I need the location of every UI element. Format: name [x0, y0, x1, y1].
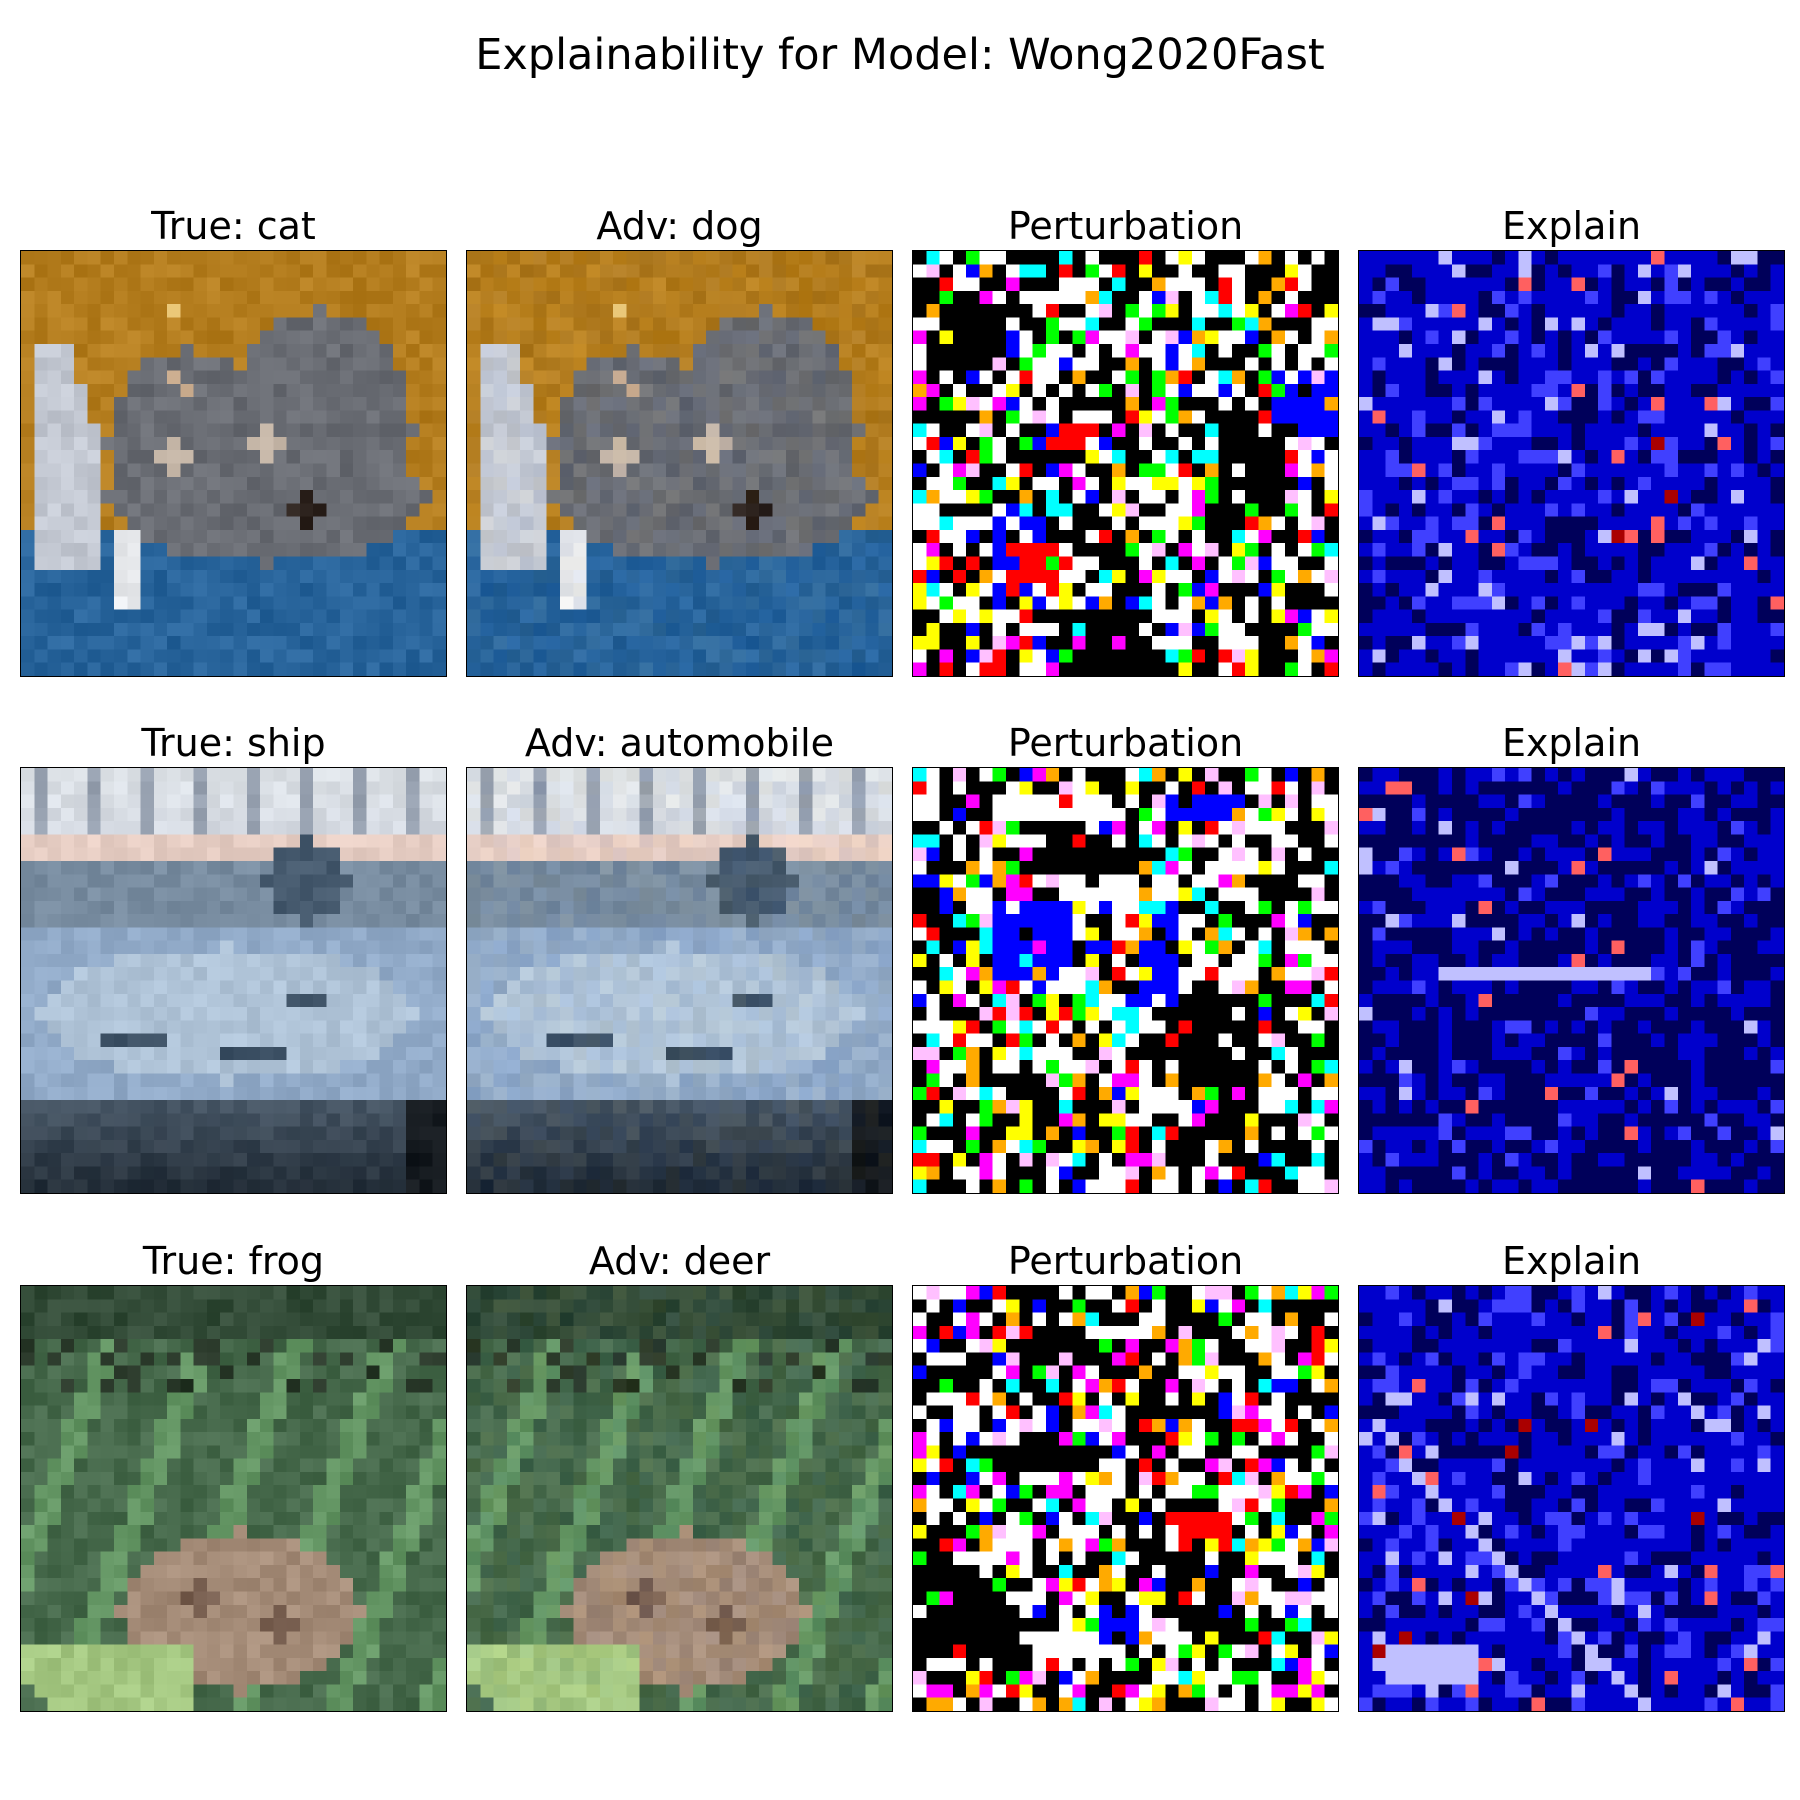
panel-title: Perturbation — [1007, 721, 1244, 765]
panel-title: Explain — [1501, 1239, 1642, 1283]
panel-title: True: ship — [141, 721, 326, 765]
image-adversarial-ship — [466, 767, 893, 1194]
image-original-frog — [20, 1285, 447, 1712]
panel-title: Adv: dog — [596, 204, 763, 248]
image-adversarial-cat — [466, 250, 893, 677]
image-adversarial-frog — [466, 1285, 893, 1712]
image-perturbation-frog — [912, 1285, 1339, 1712]
panel-title: Perturbation — [1007, 204, 1244, 248]
image-original-ship — [20, 767, 447, 1194]
image-explain-frog — [1358, 1285, 1785, 1712]
panel-title: Adv: automobile — [524, 721, 835, 765]
panel-title: True: cat — [151, 204, 316, 248]
panel-title: Explain — [1501, 204, 1642, 248]
panel-title: True: frog — [142, 1239, 325, 1283]
image-original-cat — [20, 250, 447, 677]
panel-title: Explain — [1501, 721, 1642, 765]
image-perturbation-cat — [912, 250, 1339, 677]
image-explain-cat — [1358, 250, 1785, 677]
image-explain-ship — [1358, 767, 1785, 1194]
panel-title: Perturbation — [1007, 1239, 1244, 1283]
image-perturbation-ship — [912, 767, 1339, 1194]
panel-title: Adv: deer — [588, 1239, 771, 1283]
figure-title: Explainability for Model: Wong2020Fast — [475, 30, 1325, 80]
